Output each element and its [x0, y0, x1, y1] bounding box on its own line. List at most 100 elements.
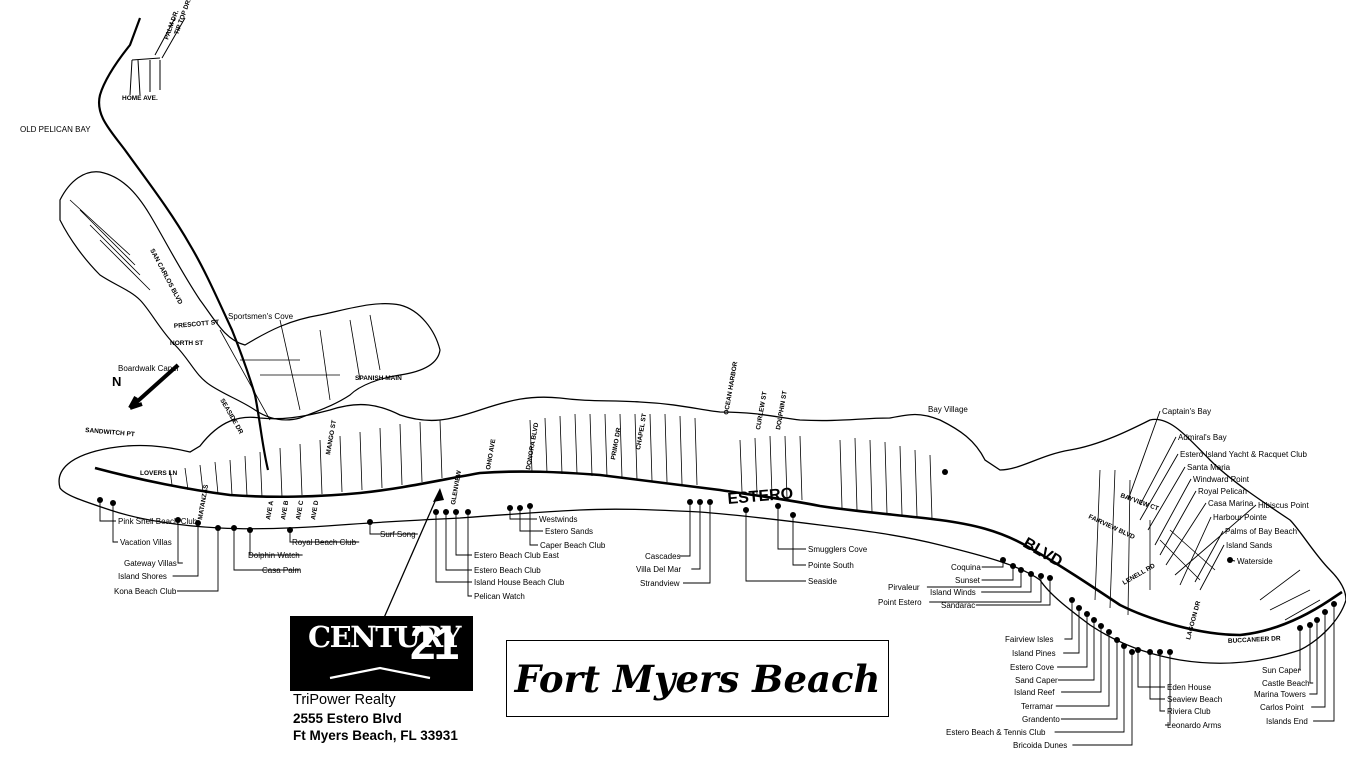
beach-label: Island Winds — [930, 588, 976, 597]
place-label: Casa Marina — [1208, 499, 1254, 508]
beach-leader — [981, 560, 1004, 568]
beach-leader — [233, 528, 300, 571]
place-label: Royal Pelican — [1198, 487, 1247, 496]
beach-leader — [1311, 612, 1326, 708]
road-label: LAGOON DR — [1185, 600, 1202, 640]
beach-label: Royal Beach Club — [292, 538, 357, 547]
road-label: OCEAN HARBOR — [723, 361, 739, 416]
beach-leader — [177, 520, 183, 564]
beach-label: Westwinds — [539, 515, 578, 524]
estero-blvd — [94, 466, 1343, 637]
north-peninsula — [59, 171, 441, 421]
blvd-label: BLVD — [1020, 535, 1065, 571]
place-leader — [1154, 478, 1192, 546]
beach-label: Pointe South — [808, 561, 854, 570]
road-label: LENELL RD — [1122, 562, 1157, 586]
beach-label: Eden House — [1167, 683, 1212, 692]
logo-brand: CENTURY — [308, 620, 461, 654]
beach-label: Marina Towers — [1254, 690, 1306, 699]
north-label: N — [112, 374, 121, 389]
beach-label: Surf Song — [380, 530, 416, 539]
beach-label: Sandarac — [941, 601, 975, 610]
beach-leader — [745, 510, 806, 582]
beach-leader — [1149, 652, 1165, 700]
beach-label: Grandento — [1022, 715, 1060, 724]
north-arrow-icon — [128, 363, 180, 410]
beach-leader — [1055, 632, 1110, 707]
place-leader — [1139, 453, 1179, 521]
beach-label: Island Reef — [1014, 688, 1055, 697]
place-dot — [1227, 557, 1233, 563]
road-label: DOLPHIN ST — [775, 390, 789, 430]
beach-label: Riviera Club — [1167, 707, 1211, 716]
beach-label: Fairview Isles — [1005, 635, 1053, 644]
road-label: AVE D — [310, 500, 320, 521]
island-outline — [58, 396, 1346, 664]
beach-leader — [172, 523, 199, 577]
beach-leader — [509, 508, 537, 520]
beach-label: Estero Beach Club — [474, 566, 541, 575]
place-label: Sportsmen's Cove — [228, 312, 294, 321]
beach-label: Seaside — [808, 577, 837, 586]
beach-label: Island House Beach Club — [474, 578, 565, 587]
pointer-line — [382, 489, 441, 621]
beach-leader — [1063, 608, 1080, 654]
road-label: DONORA BLVD — [525, 422, 540, 470]
street-address: 2555 Estero Blvd — [293, 710, 402, 726]
beach-leader — [683, 502, 711, 584]
place-label: Estero Island Yacht & Racquet Club — [1180, 450, 1307, 459]
beach-label: Estero Sands — [545, 527, 593, 536]
beach-leader — [99, 500, 116, 522]
place-label: Admiral's Bay — [1178, 433, 1227, 442]
beach-label: Caper Beach Club — [540, 541, 606, 550]
beach-label: Casa Palm — [262, 566, 301, 575]
map-title-box: Fort Myers Beach — [506, 640, 889, 717]
century21-logo: CENTURY 21 — [290, 616, 473, 691]
place-leader — [1179, 516, 1212, 586]
beach-leader — [679, 502, 691, 557]
beach-leader — [249, 530, 303, 556]
beach-leader — [455, 512, 472, 556]
beach-leader — [1054, 646, 1125, 733]
beach-leader — [529, 506, 538, 546]
beach-leader — [777, 506, 806, 550]
beach-label: Pirvaleur — [888, 583, 920, 592]
place-label: Palms of Bay Beach — [1225, 527, 1297, 536]
road-label: GLENVIEW — [450, 469, 463, 505]
place-leader — [1139, 436, 1177, 506]
beach-label: Villa Del Mar — [636, 565, 682, 574]
road-label: LOVERS LN — [140, 470, 178, 477]
road-label: BUCCANEER DR — [1228, 635, 1281, 645]
place-label: Harbour Pointe — [1213, 513, 1267, 522]
estero-label: ESTERO — [727, 485, 794, 508]
road-label: AVE C — [295, 500, 305, 521]
logo-roof-icon — [329, 666, 431, 680]
beach-label: Strandview — [640, 579, 680, 588]
beach-label: Dolphin Watch — [248, 551, 300, 560]
road-label: FAIRVIEW BLVD — [1087, 513, 1136, 541]
beach-leader — [177, 528, 219, 592]
beach-label: Pelican Watch — [474, 592, 525, 601]
beach-leader — [112, 503, 118, 543]
beach-leader — [1137, 650, 1165, 688]
place-leader — [1165, 502, 1207, 566]
pointer-arrowhead — [433, 488, 444, 502]
beach-label: Point Estero — [878, 598, 922, 607]
road-label: HOME AVE. — [122, 95, 158, 102]
beach-label: Bricoida Dunes — [1013, 741, 1067, 750]
road-label: BAYVIEW CT — [1119, 492, 1159, 512]
beach-label: Sun Caper — [1262, 666, 1301, 675]
road-label: NORTH ST — [170, 340, 203, 347]
beach-label: Seaview Beach — [1167, 695, 1222, 704]
beach-label: Carlos Point — [1260, 703, 1304, 712]
beach-leader — [1165, 652, 1171, 726]
place-label: Bay Village — [928, 405, 968, 414]
beach-leader — [792, 515, 806, 566]
place-label: Boardwalk Caper — [118, 364, 180, 373]
place-label: Hibiscus Point — [1258, 501, 1309, 510]
beach-leader — [1064, 600, 1073, 640]
place-leader — [1194, 530, 1224, 583]
beach-leader — [981, 566, 1014, 581]
